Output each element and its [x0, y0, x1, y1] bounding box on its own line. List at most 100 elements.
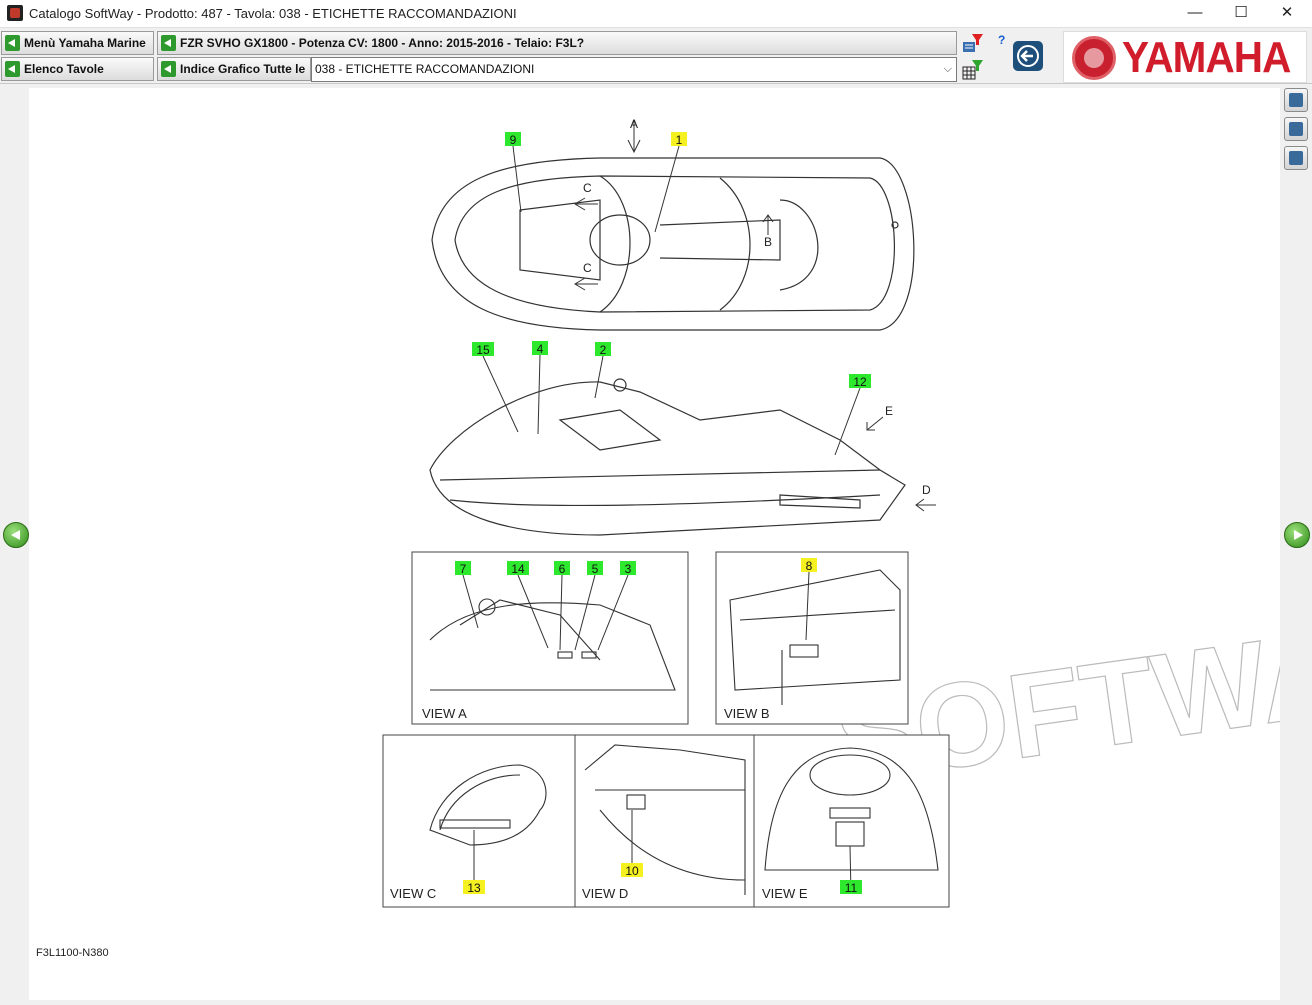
- callout-badge: [671, 132, 687, 146]
- callout-label: 7: [460, 562, 467, 576]
- view-b-box: [715, 551, 909, 725]
- view-b-drawing: [729, 569, 901, 705]
- close-button[interactable]: ✕: [1280, 4, 1294, 21]
- callout-badge: [455, 561, 471, 575]
- view-d-drawing: [584, 744, 746, 895]
- callout-4[interactable]: 4: [532, 341, 548, 435]
- arrow-c-icon: [574, 197, 598, 211]
- callout-1[interactable]: 1: [654, 132, 687, 233]
- callout-14[interactable]: 14: [507, 561, 549, 649]
- callout-15[interactable]: 15: [472, 342, 519, 433]
- callout-badge: [472, 342, 494, 356]
- view-cde-box: [382, 734, 950, 908]
- callout-badge: [840, 880, 862, 894]
- callout-badge: [849, 374, 871, 388]
- callout-11[interactable]: 11: [840, 845, 862, 895]
- previous-table-button[interactable]: [3, 522, 29, 548]
- arrow-label-b: B: [764, 235, 772, 249]
- callout-leader-line: [512, 145, 522, 213]
- callout-12[interactable]: 12: [834, 374, 871, 456]
- elenco-tavole-label: Elenco Tavole: [24, 62, 104, 76]
- arrow-label-a: A: [630, 117, 638, 131]
- window-titlebar: Catalogo SoftWay - Prodotto: 487 - Tavol…: [0, 0, 1312, 28]
- callout-leader-line: [537, 354, 541, 435]
- minimize-button[interactable]: —: [1187, 4, 1203, 21]
- arrow-d-icon: [915, 498, 936, 512]
- callout-leader-line: [594, 355, 604, 399]
- menu-yamaha-marine-button[interactable]: Menù Yamaha Marine: [1, 31, 154, 55]
- cart-icon[interactable]: [1284, 88, 1308, 112]
- diagram-code: F3L1100-N380: [36, 947, 109, 959]
- arrow-label-c: C: [583, 261, 592, 275]
- callout-label: 11: [845, 881, 858, 895]
- callout-label: 9: [510, 133, 517, 147]
- callout-5[interactable]: 5: [574, 561, 603, 651]
- callout-9[interactable]: 9: [505, 132, 522, 213]
- callout-leader-line: [654, 145, 680, 233]
- back-arrow-icon: [5, 35, 20, 51]
- elenco-tavole-button[interactable]: Elenco Tavole: [1, 57, 154, 81]
- indice-grafico-button[interactable]: Indice Grafico Tutte le: [157, 57, 311, 81]
- callout-label: 4: [537, 342, 544, 356]
- callout-label: 14: [511, 562, 525, 576]
- arrow-a-icon: [627, 120, 641, 154]
- arrow-label-c: C: [583, 181, 592, 195]
- callout-label: 8: [806, 559, 813, 573]
- callout-label: 6: [559, 562, 566, 576]
- callout-8[interactable]: 8: [801, 558, 817, 641]
- parts-diagram: SOFTWAY A B C C E: [36, 117, 1312, 959]
- maximize-button[interactable]: ☐: [1234, 4, 1248, 21]
- back-button[interactable]: [1013, 41, 1043, 71]
- callout-badge: [463, 880, 485, 894]
- arrow-left-icon: [1017, 45, 1039, 67]
- chevron-down-icon: ⌵: [943, 63, 952, 75]
- model-label: FZR SVHO GX1800 - Potenza CV: 1800 - Ann…: [180, 36, 585, 50]
- diagram-area: SOFTWAY A B C C E: [29, 88, 1312, 1000]
- callout-leader-line: [559, 574, 563, 651]
- toolbar: Menù Yamaha Marine FZR SVHO GX1800 - Pot…: [0, 29, 1312, 84]
- callout-label: 12: [853, 375, 867, 389]
- callout-label: 13: [467, 881, 481, 895]
- yamaha-emblem-icon: [1072, 36, 1116, 80]
- callout-13[interactable]: 13: [463, 830, 485, 895]
- arrow-label-d: D: [922, 483, 931, 497]
- callout-3[interactable]: 3: [597, 561, 636, 651]
- table-select-value: 038 - ETICHETTE RACCOMANDAZIONI: [315, 62, 535, 76]
- arrow-b-icon: [762, 214, 774, 235]
- callout-leader-line: [805, 571, 810, 641]
- callout-badge: [620, 561, 636, 575]
- view-label-c: VIEW C: [390, 886, 436, 901]
- callout-leader-line: [597, 574, 629, 651]
- link-icon[interactable]: [1284, 146, 1308, 170]
- logo-text: YAMAHA: [1122, 33, 1291, 82]
- filter-grid-icon[interactable]: [962, 58, 984, 80]
- indice-grafico-label: Indice Grafico Tutte le: [180, 62, 306, 76]
- callout-label: 3: [625, 562, 632, 576]
- view-label-d: VIEW D: [582, 886, 628, 901]
- callout-label: 15: [476, 343, 490, 357]
- view-a-box: [411, 551, 689, 725]
- list-icon[interactable]: [1284, 117, 1308, 141]
- back-arrow-icon: [5, 61, 20, 77]
- callout-10[interactable]: 10: [621, 810, 643, 878]
- callout-badge: [587, 561, 603, 575]
- callout-2[interactable]: 2: [594, 342, 611, 399]
- callout-badge: [801, 558, 817, 572]
- window-title: Catalogo SoftWay - Prodotto: 487 - Tavol…: [29, 6, 517, 21]
- callout-7[interactable]: 7: [455, 561, 479, 629]
- filter-list-icon[interactable]: [962, 32, 984, 54]
- model-button[interactable]: FZR SVHO GX1800 - Potenza CV: 1800 - Ann…: [157, 31, 957, 55]
- callout-badge: [621, 863, 643, 877]
- next-table-button[interactable]: [1284, 522, 1310, 548]
- top-view-drawing: [431, 157, 915, 331]
- help-icon[interactable]: ?: [998, 33, 1006, 47]
- table-select[interactable]: 038 - ETICHETTE RACCOMANDAZIONI ⌵: [311, 57, 957, 82]
- callout-leader-line: [462, 574, 479, 629]
- callout-badge: [532, 341, 548, 355]
- callout-leader-line: [574, 574, 596, 651]
- callout-6[interactable]: 6: [554, 561, 570, 651]
- app-icon: [7, 5, 23, 21]
- back-arrow-icon: [161, 61, 176, 77]
- back-arrow-icon: [161, 35, 176, 51]
